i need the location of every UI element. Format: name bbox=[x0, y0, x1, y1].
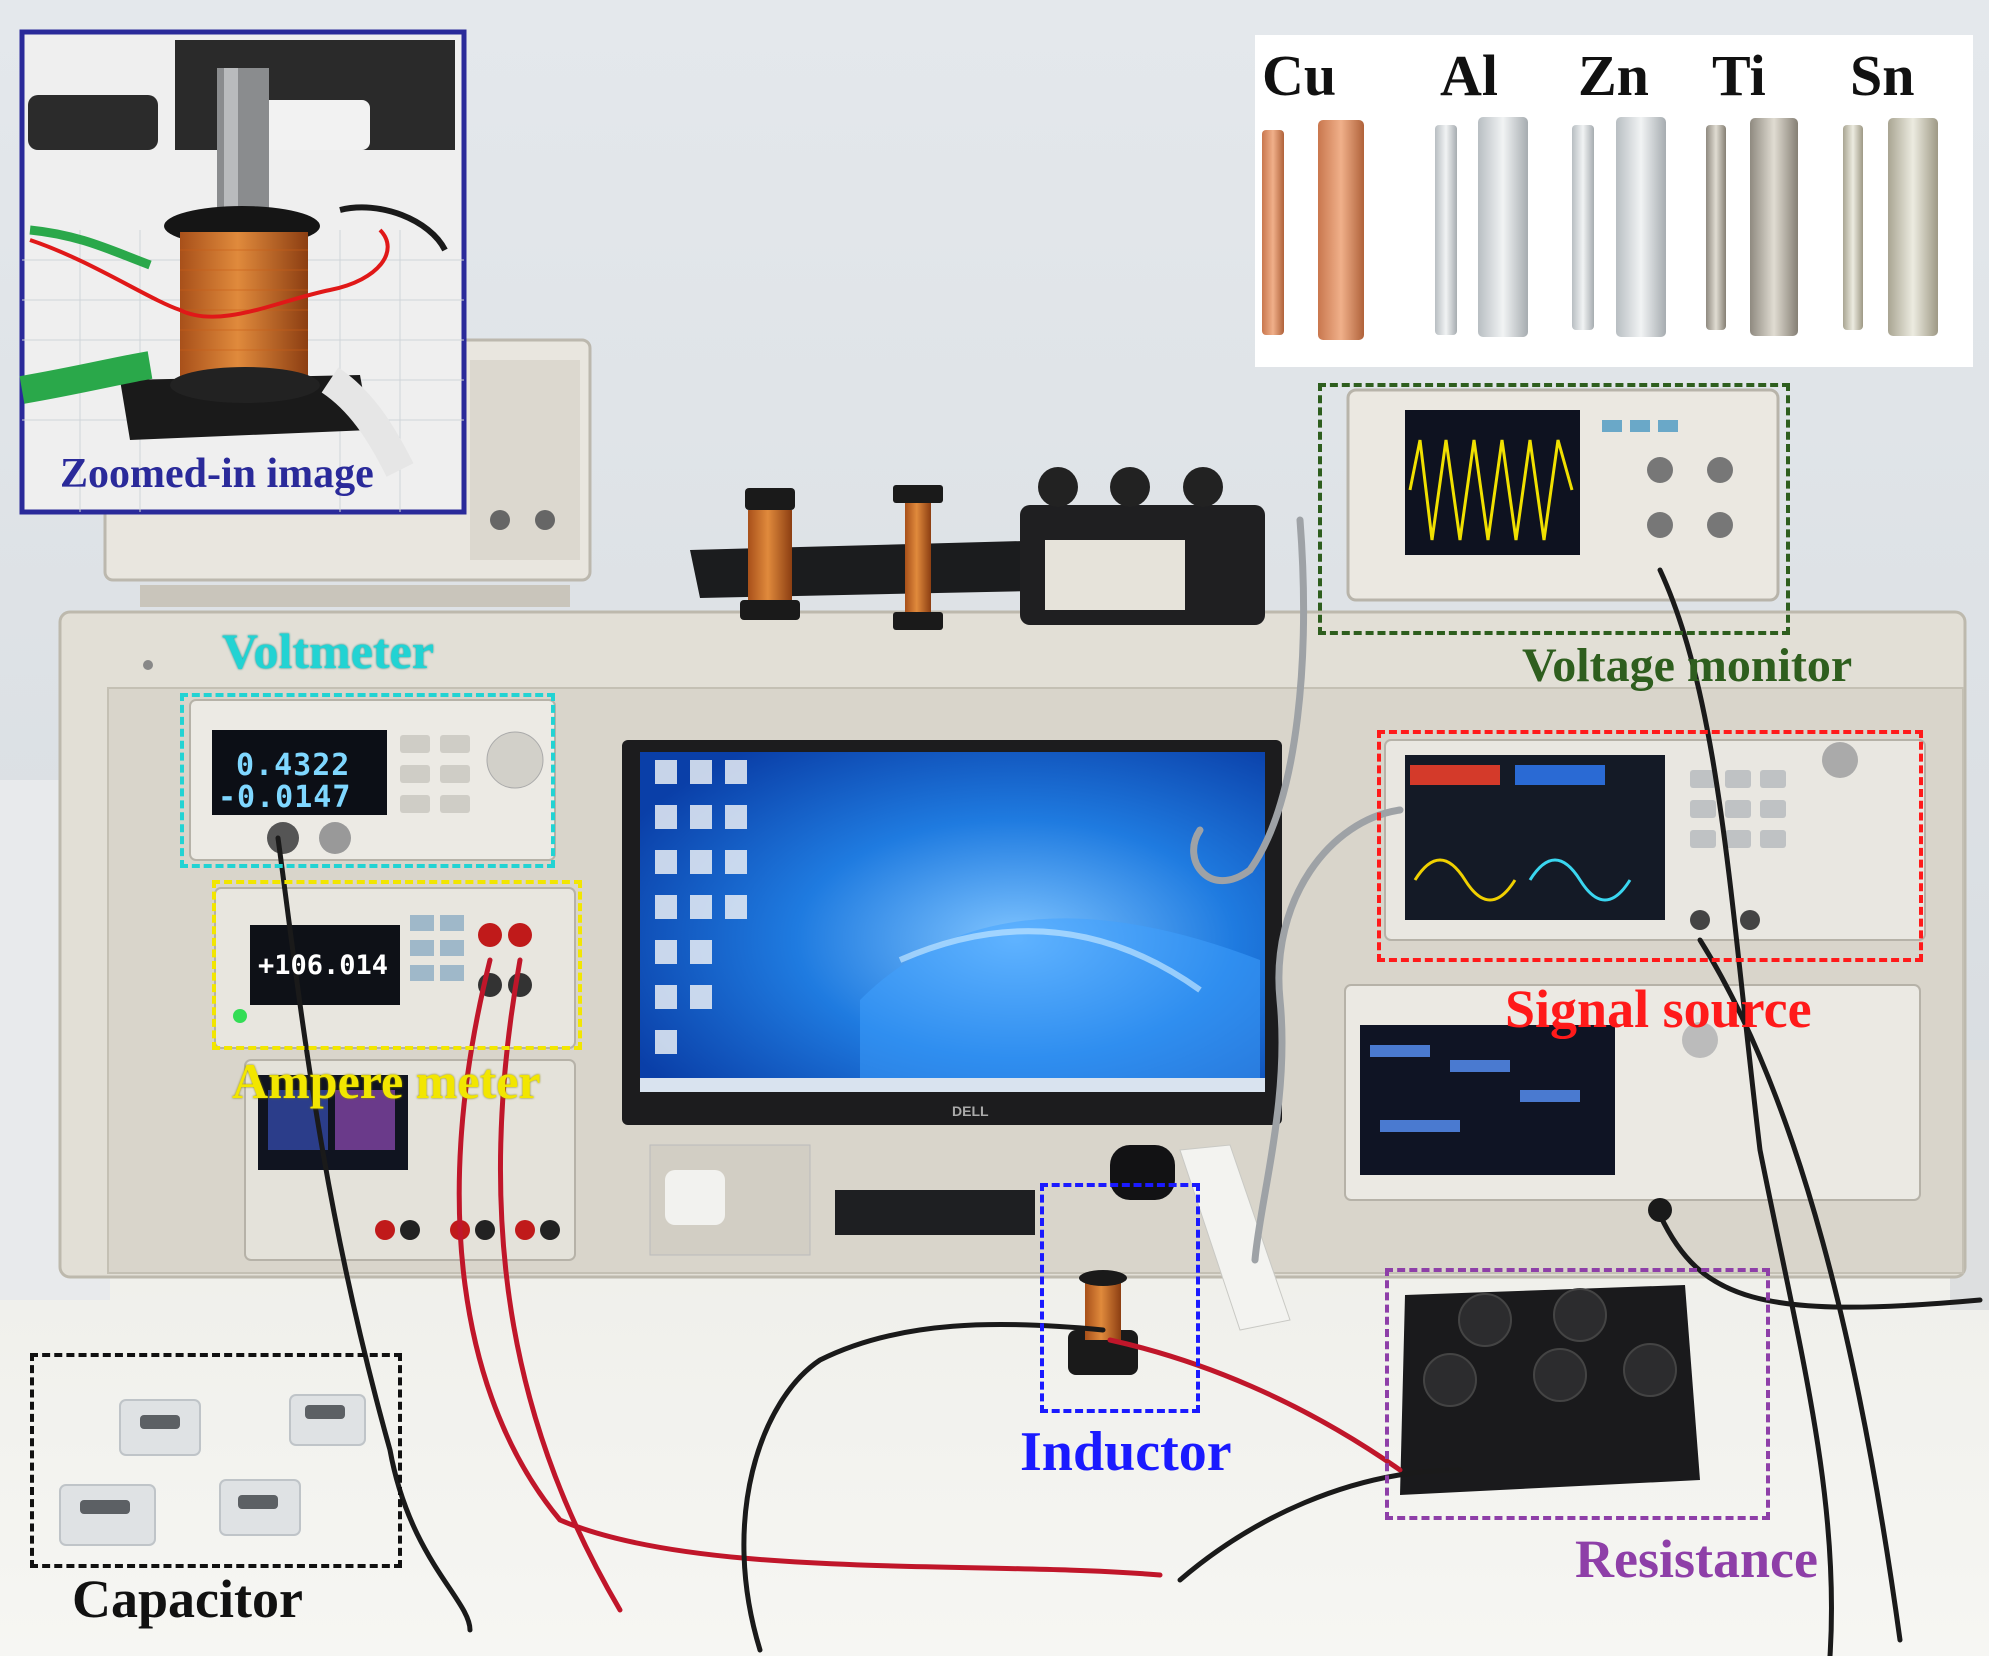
ampere-meter-readout: +106.014 bbox=[258, 950, 389, 981]
resistance-label: Resistance bbox=[1575, 1529, 1818, 1589]
voltage-monitor-label: Voltage monitor bbox=[1522, 639, 1853, 692]
zoomed-in-image-label: Zoomed-in image bbox=[60, 451, 374, 497]
inductor-box bbox=[1040, 1183, 1200, 1413]
signal-source-box bbox=[1377, 730, 1923, 962]
voltage-monitor-box bbox=[1318, 383, 1790, 635]
metal-label-ti: Ti bbox=[1712, 43, 1766, 108]
inductor-label: Inductor bbox=[1020, 1421, 1232, 1483]
metal-label-cu: Cu bbox=[1262, 43, 1337, 108]
voltmeter-readout-top: 0.4322 bbox=[236, 748, 351, 783]
ampere-meter-label: Ampere meter bbox=[232, 1053, 541, 1109]
capacitor-box bbox=[30, 1353, 402, 1568]
metal-label-sn: Sn bbox=[1850, 43, 1915, 108]
capacitor-label: Capacitor bbox=[72, 1569, 303, 1629]
voltmeter-label: Voltmeter bbox=[222, 623, 434, 679]
metal-label-zn: Zn bbox=[1578, 43, 1649, 108]
metal-label-al: Al bbox=[1440, 43, 1498, 108]
resistance-box bbox=[1385, 1268, 1770, 1520]
voltmeter-readout-bottom: -0.0147 bbox=[218, 780, 352, 815]
voltmeter-box bbox=[180, 693, 555, 868]
ampere-meter-box bbox=[212, 880, 582, 1050]
signal-source-label: Signal source bbox=[1505, 979, 1812, 1039]
monitor-brand-text: DELL bbox=[952, 1103, 989, 1119]
